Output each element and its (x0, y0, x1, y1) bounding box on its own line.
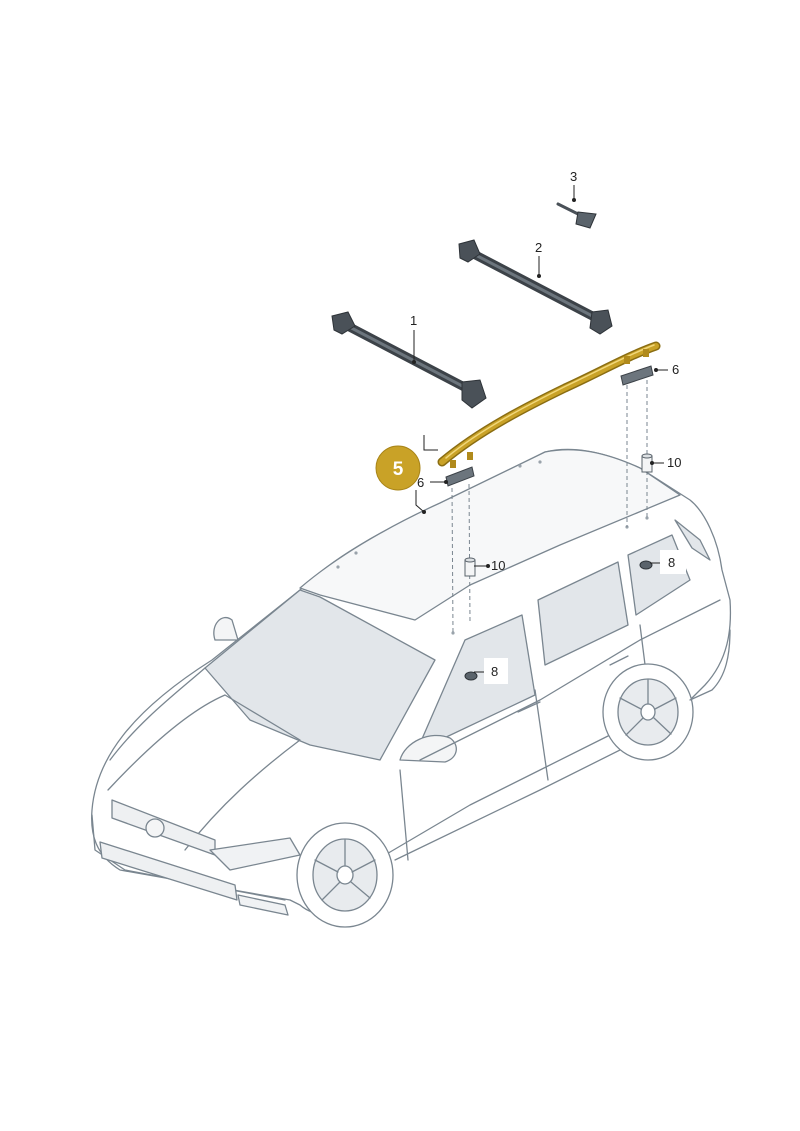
bolts (464, 453, 653, 577)
rear-door-window (537, 561, 629, 666)
sill-line (394, 734, 651, 861)
door-divider (534, 689, 549, 781)
side-mirror (399, 734, 457, 763)
pad-front (445, 466, 475, 487)
nut-front (464, 671, 478, 681)
rear-glass (674, 519, 711, 561)
hood-crease (107, 694, 301, 851)
car-illustration (90, 448, 732, 928)
callout-3: 3 (570, 169, 577, 184)
nuts (464, 560, 653, 681)
door-handle-front (517, 701, 541, 713)
lock-key (556, 202, 597, 229)
car-roof (299, 449, 681, 621)
crossbar-rear (458, 239, 613, 335)
front-wheel (296, 822, 394, 928)
front-door-line (399, 769, 409, 861)
install-guide-lines (451, 380, 648, 634)
callout-10-rear: 10 (667, 455, 681, 470)
callout-5-highlight: 5 (375, 445, 421, 491)
nut-rear (639, 560, 653, 570)
fog-light (237, 894, 289, 916)
crossbar-front (331, 311, 487, 409)
callout-5: 5 (393, 459, 404, 480)
callout-10-front: 10 (491, 558, 505, 573)
roof-rail-highlighted (437, 341, 661, 468)
callout-8-front-box (484, 658, 508, 684)
grille-lower (99, 841, 238, 901)
callout-8-rear-box (660, 550, 686, 574)
callout-8-rear: 8 (668, 555, 675, 570)
crossbar-rear-foot-left (458, 239, 481, 263)
rear-wheel (602, 663, 694, 761)
callout-2: 2 (535, 240, 542, 255)
callout-8-front: 8 (491, 664, 498, 679)
crossbar-rear-foot-right (589, 309, 613, 335)
callout-6-front: 6 (417, 475, 424, 490)
rail-pads (445, 365, 654, 487)
hood-edge (109, 667, 206, 761)
badge (145, 818, 165, 838)
callout-1: 1 (410, 313, 417, 328)
left-mirror (213, 616, 239, 641)
door-handle-rear (609, 655, 629, 666)
crossbar-front-foot-left (331, 311, 356, 335)
crossbar-front-foot-right (461, 379, 487, 409)
shoulder-line (419, 599, 721, 761)
pad-rear (620, 365, 654, 386)
callout-6-rear: 6 (672, 362, 679, 377)
rear-bumper (689, 629, 731, 701)
